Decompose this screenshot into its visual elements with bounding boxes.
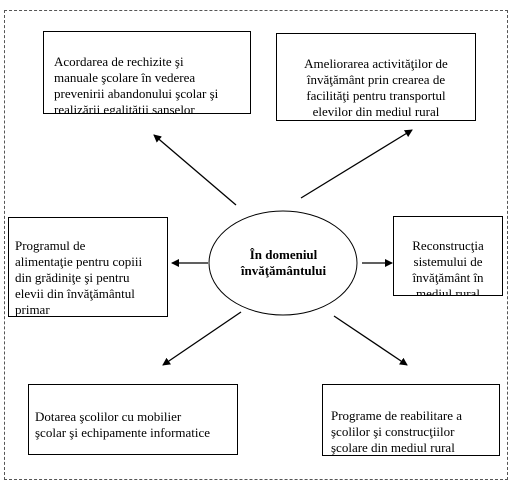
box-rechizite-manuale-text: Acordarea de rechizite şi manuale şcolar… (54, 54, 219, 114)
diagram-frame (4, 10, 508, 480)
box-programe-reabilitare-text: Programe de reabilitare a şcolilor şi co… (331, 408, 463, 455)
box-program-alimentatie: Programul de alimentaţie pentru copiii d… (8, 217, 168, 317)
arrow-bottom-left (162, 311, 242, 366)
center-ellipse (208, 210, 358, 316)
box-reconstructia-sistemului-text: Reconstrucţia sistemului de învăţământ î… (412, 238, 484, 296)
box-programe-reabilitare: Programe de reabilitare a şcolilor şi co… (322, 384, 500, 456)
box-transport-elevi-text: Ameliorarea activităţilor de învăţământ … (304, 56, 448, 119)
box-reconstructia-sistemului: Reconstrucţia sistemului de învăţământ î… (393, 216, 503, 296)
center-node-label: În domeniul învăţământului (240, 247, 327, 278)
box-dotarea-scolilor-text: Dotarea şcolilor cu mobilier şcolar şi e… (35, 409, 211, 440)
box-rechizite-manuale: Acordarea de rechizite şi manuale şcolar… (43, 31, 251, 114)
arrow-bottom-right (333, 315, 408, 366)
box-program-alimentatie-text: Programul de alimentaţie pentru copiii d… (15, 238, 143, 317)
arrow-top-left (153, 134, 237, 206)
box-transport-elevi: Ameliorarea activităţilor de învăţământ … (276, 33, 476, 121)
arrow-top-right (300, 129, 413, 199)
box-dotarea-scolilor: Dotarea şcolilor cu mobilier şcolar şi e… (28, 384, 238, 455)
